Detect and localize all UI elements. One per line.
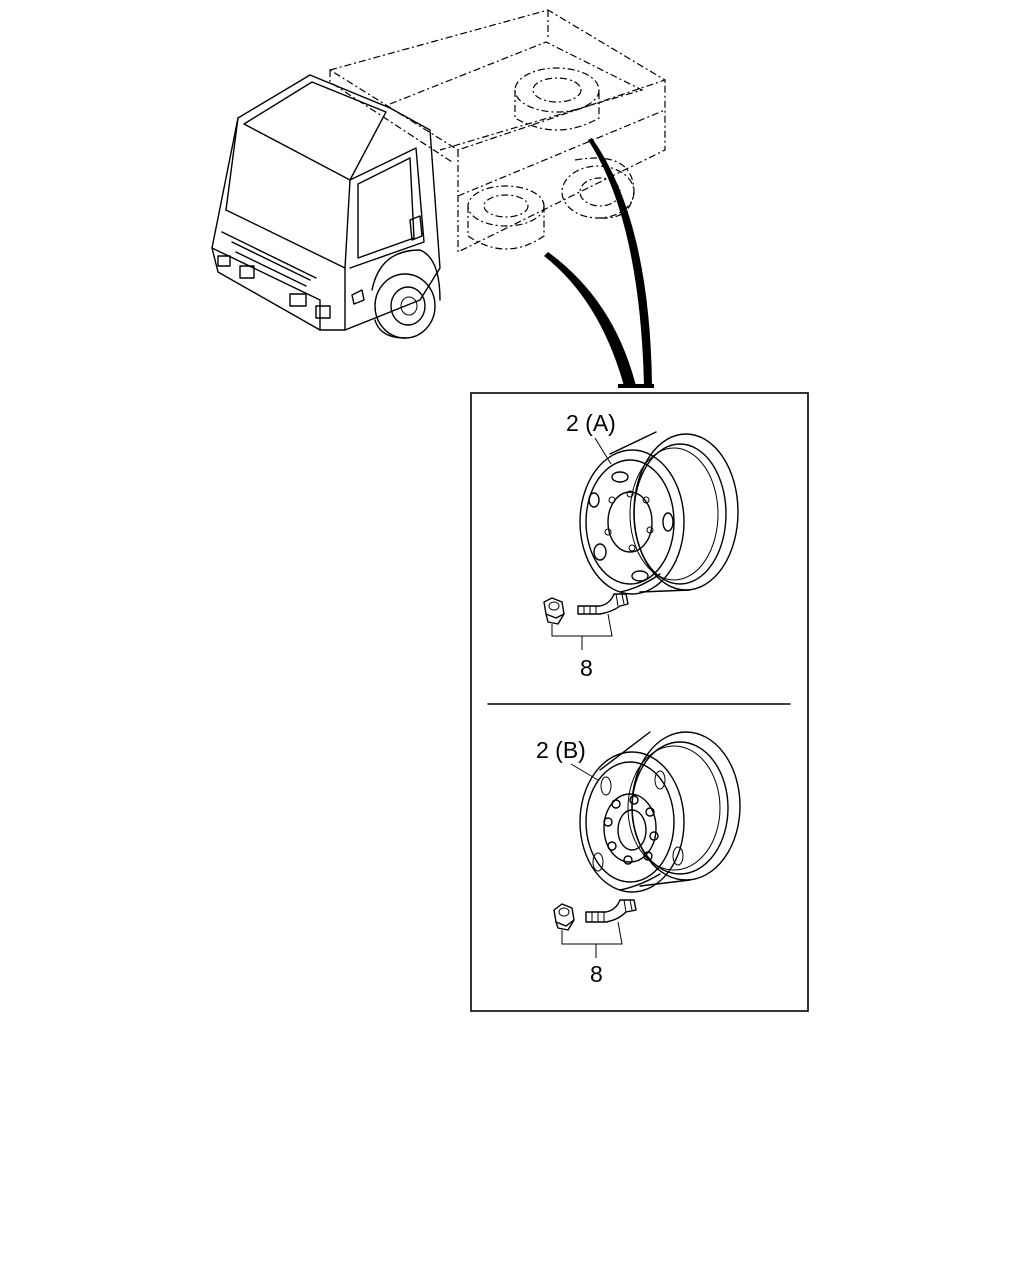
callout-label-2a: 2 (A) xyxy=(566,410,616,436)
wheel-b-illustration xyxy=(579,731,741,893)
wheel-nut-b xyxy=(553,903,575,931)
kit-label-8a: 8 xyxy=(580,655,593,681)
callout-arrows xyxy=(544,138,654,388)
truck-overview-illustration xyxy=(211,9,667,388)
wheel-a-illustration xyxy=(579,431,739,595)
kit-bracket-b xyxy=(561,921,623,958)
callout-label-2b: 2 (B) xyxy=(536,737,586,763)
truck-cab xyxy=(211,74,441,339)
wheel-stud-b xyxy=(585,899,637,923)
kit-bracket-a xyxy=(551,613,613,650)
wheel-nut-a xyxy=(543,597,565,625)
wheel-stud-a xyxy=(577,593,629,615)
callout-leader-2b xyxy=(570,763,599,781)
callout-leader-2a xyxy=(594,437,612,465)
cargo-bed xyxy=(328,9,667,253)
kit-label-8b: 8 xyxy=(590,961,603,987)
detail-panel xyxy=(470,392,809,1012)
